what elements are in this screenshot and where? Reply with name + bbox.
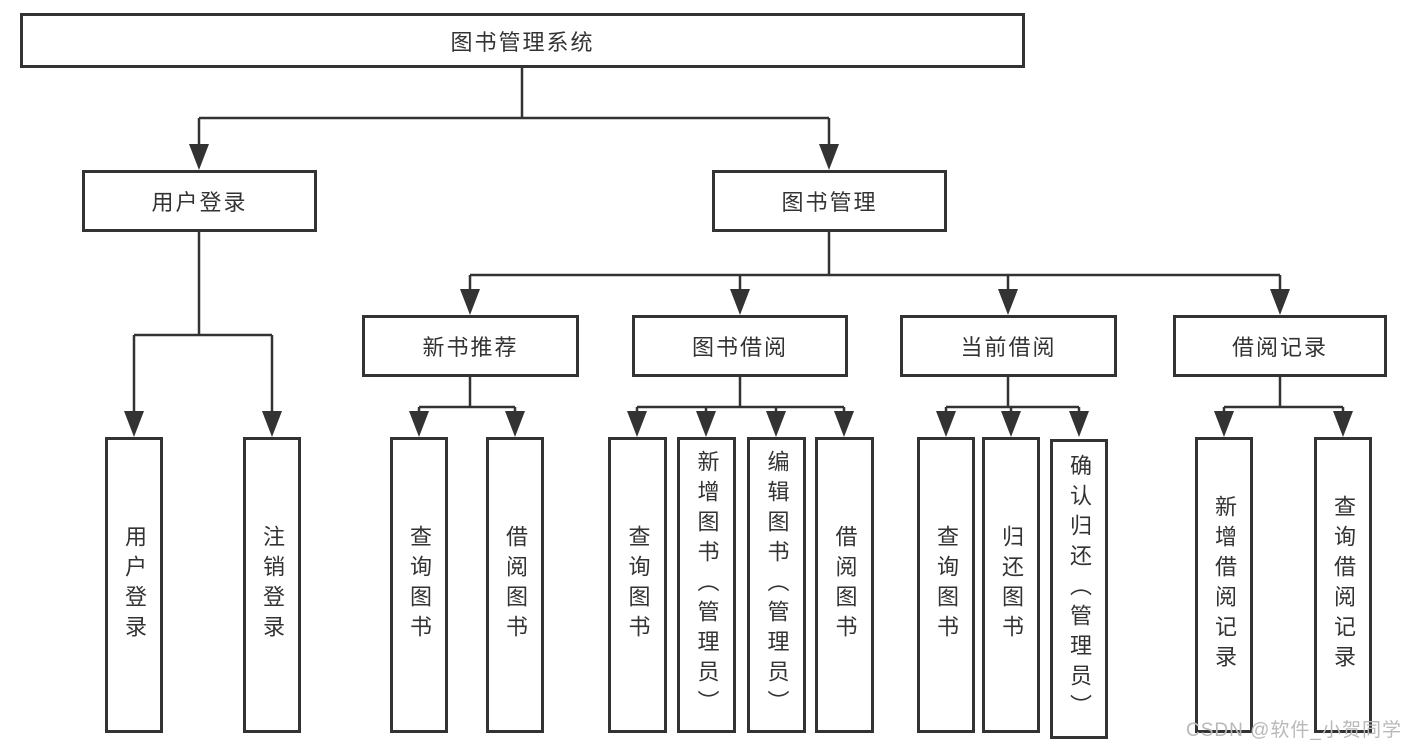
leaf-logout: 注销登录 (243, 437, 301, 733)
leaf-current-query-books: 查询图书 (917, 437, 975, 733)
node-label: 查询借阅记录 (1331, 495, 1356, 675)
node-user-login-module: 用户登录 (82, 170, 317, 232)
node-label: 新增图书（管理员） (694, 450, 720, 720)
watermark: CSDN @软件_小贺同学 (1186, 720, 1402, 741)
leaf-recommend-query-books: 查询图书 (390, 437, 448, 733)
node-label: 借阅图书 (832, 525, 858, 645)
node-label: 编辑图书（管理员） (764, 450, 790, 720)
node-label: 图书管理系统 (450, 29, 595, 55)
node-label: 注销登录 (260, 525, 285, 645)
node-current-borrowing: 当前借阅 (900, 315, 1117, 377)
node-label: 借阅图书 (503, 525, 528, 645)
node-new-book-recommendation: 新书推荐 (362, 315, 579, 377)
node-label: 查询图书 (934, 525, 959, 645)
leaf-borrow-borrow-books: 借阅图书 (815, 437, 874, 733)
leaf-current-confirm-return-admin: 确认归还（管理员） (1050, 439, 1108, 739)
leaf-current-return-books: 归还图书 (982, 437, 1040, 733)
node-library-management-system: 图书管理系统 (20, 13, 1025, 68)
leaf-recommend-borrow-books: 借阅图书 (486, 437, 544, 733)
leaf-user-login: 用户登录 (105, 437, 163, 733)
node-label: 新书推荐 (422, 335, 519, 360)
node-label: 图书管理 (781, 190, 878, 215)
leaf-records-add-record: 新增借阅记录 (1195, 437, 1253, 733)
leaf-borrow-add-books-admin: 新增图书（管理员） (677, 437, 736, 733)
node-label: 用户登录 (151, 190, 248, 215)
node-label: 当前借阅 (960, 335, 1057, 360)
node-book-borrowing: 图书借阅 (632, 315, 848, 377)
node-label: 用户登录 (122, 525, 147, 645)
node-book-management-module: 图书管理 (712, 170, 947, 232)
node-borrowing-records: 借阅记录 (1173, 315, 1387, 377)
node-label: 借阅记录 (1231, 335, 1328, 360)
node-label: 归还图书 (999, 525, 1024, 645)
leaf-borrow-query-books: 查询图书 (608, 437, 667, 733)
node-label: 图书借阅 (691, 335, 788, 360)
node-label: 确认归还（管理员） (1067, 454, 1092, 724)
node-label: 查询图书 (407, 525, 432, 645)
node-label: 查询图书 (625, 525, 651, 645)
leaf-borrow-edit-books-admin: 编辑图书（管理员） (747, 437, 806, 733)
node-label: 新增借阅记录 (1212, 495, 1237, 675)
leaf-records-query-record: 查询借阅记录 (1314, 437, 1372, 733)
